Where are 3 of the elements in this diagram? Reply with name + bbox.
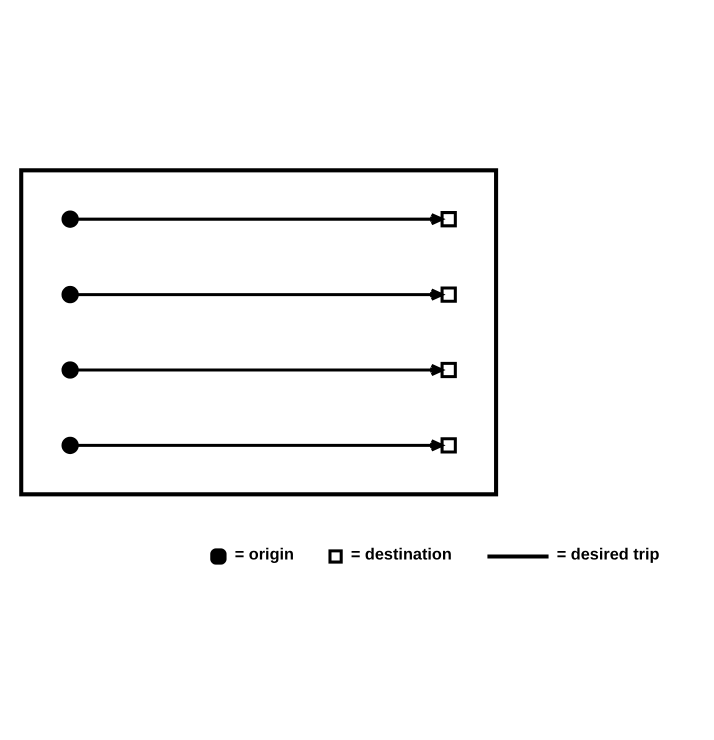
legend-label: = destination bbox=[350, 545, 452, 564]
legend-label: = origin bbox=[234, 545, 294, 564]
legend-label: = desired trip bbox=[556, 545, 660, 564]
